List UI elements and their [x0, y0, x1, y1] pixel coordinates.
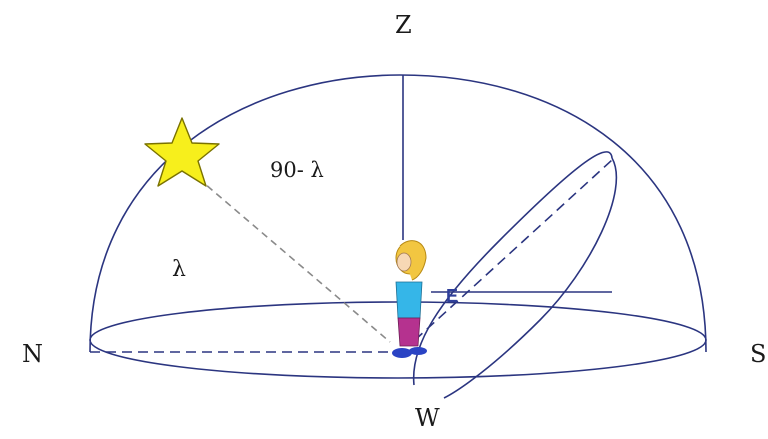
label-latitude: λ [172, 257, 186, 282]
label-south: S [750, 340, 766, 368]
label-colatitude: 90- λ [270, 158, 324, 182]
star-sightline [197, 177, 391, 343]
label-east: E [446, 286, 458, 306]
star-icon [144, 117, 220, 187]
label-west: W [415, 404, 440, 432]
pole-axis-line [414, 159, 613, 341]
observer-figure-icon [392, 240, 427, 358]
celestial-equator-circle [412, 151, 618, 399]
label-zenith: Z [395, 11, 412, 39]
celestial-dome [89, 74, 707, 353]
label-north: N [22, 340, 43, 368]
